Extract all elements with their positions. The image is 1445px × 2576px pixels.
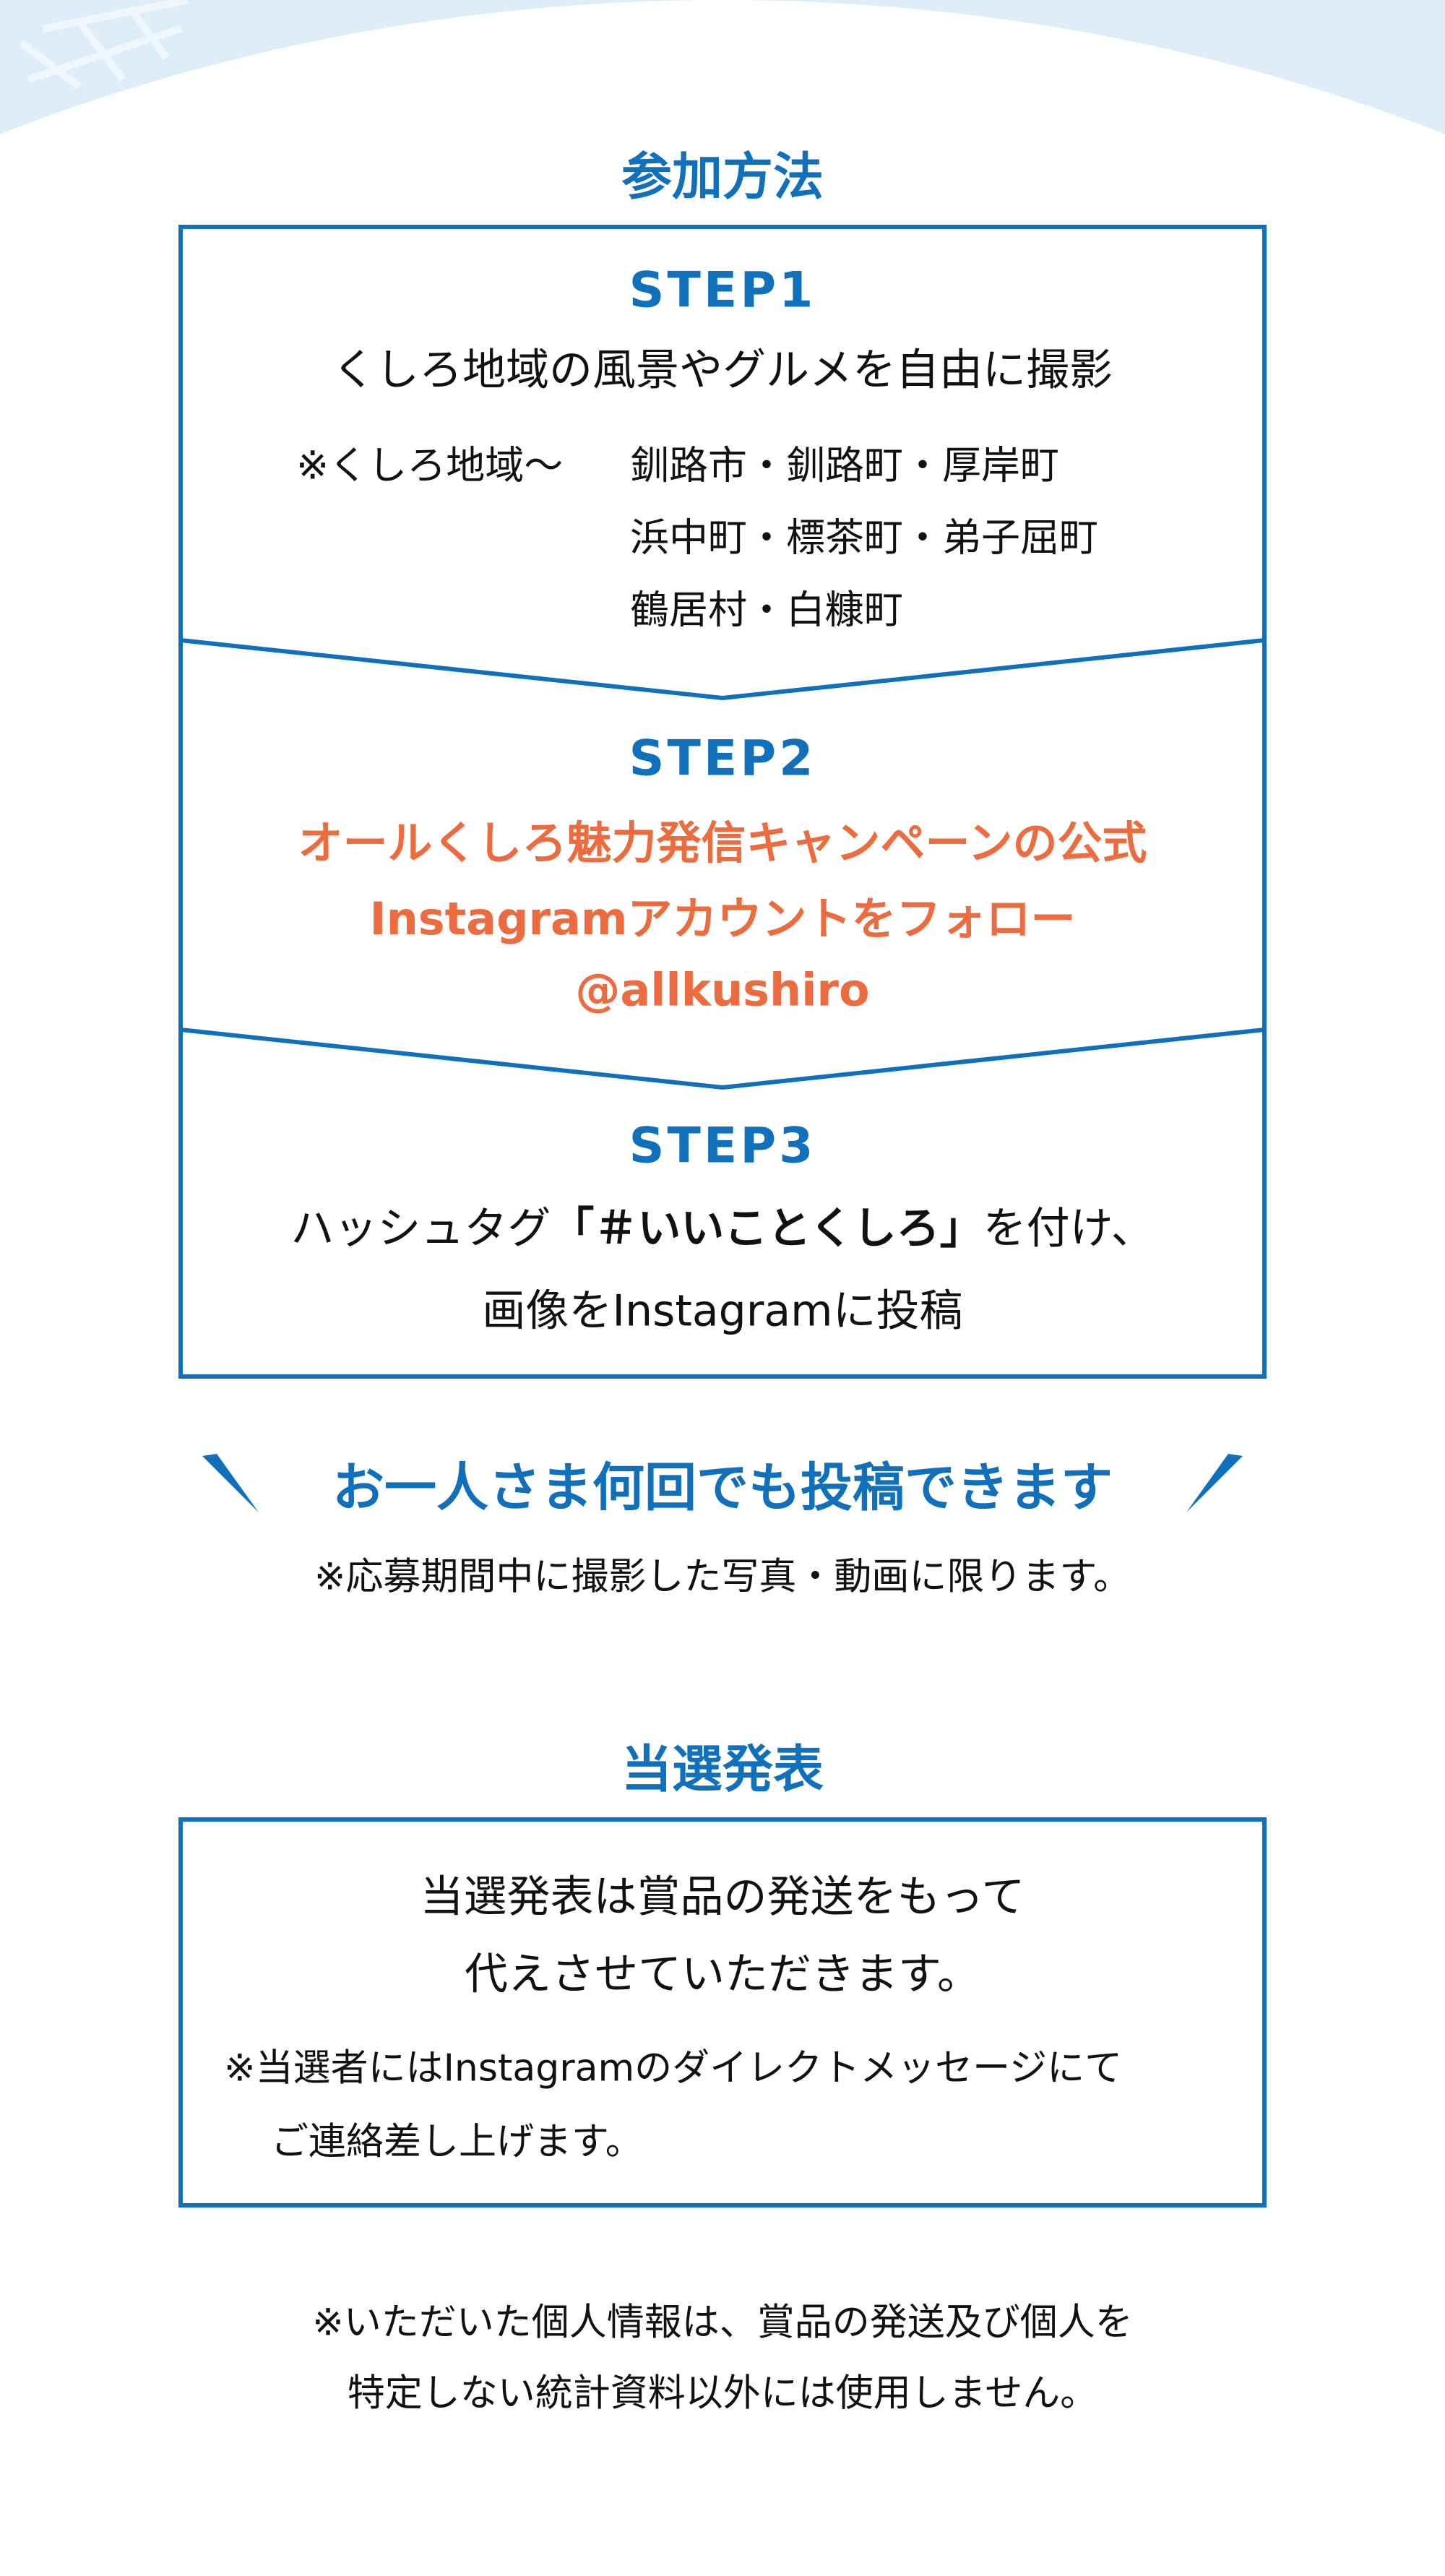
step2-line: オールくしろ魅力発信キャンペーンの公式	[298, 817, 1147, 869]
privacy-note: 特定しない統計資料以外には使用しません。	[347, 2372, 1098, 2416]
step2-label: STEP2	[629, 730, 816, 788]
step1-label: STEP1	[629, 262, 816, 319]
steps-box	[178, 225, 1267, 2207]
area-list-item: 鶴居村・白糠町	[630, 587, 903, 633]
area-label: ※くしろ地域～	[296, 442, 564, 488]
area-list-item: 釧路市・釧路町・厚岸町	[630, 442, 1059, 488]
instagram-account-link[interactable]: @allkushiro	[575, 963, 870, 1017]
left-slash-icon	[202, 1454, 259, 1512]
right-slash-icon	[1186, 1454, 1243, 1512]
step3-label: STEP3	[629, 1117, 816, 1175]
step3-line1: ハッシュタグ「＃いいことくしろ」を付け、	[0, 1194, 1445, 1257]
step1-text: くしろ地域の風景やグルメを自由に撮影	[332, 345, 1113, 396]
step2-line: Instagramアカウントをフォロー	[369, 892, 1076, 945]
announcement-line: 代えさせていただきます。	[465, 1949, 980, 2000]
period-note: ※応募期間中に撮影した写真・動画に限ります。	[314, 1555, 1131, 1599]
step3-line2: 画像をInstagramに投稿	[482, 1285, 963, 1337]
area-list-item: 浜中町・標茶町・弟子屈町	[630, 514, 1098, 561]
step3-post: を付け、	[983, 1203, 1155, 1254]
privacy-note: ※いただいた個人情報は、賞品の発送及び個人を	[312, 2301, 1133, 2345]
announcement-note: ご連絡差し上げます。	[271, 2120, 643, 2164]
multi-post-banner: お一人さま何回でも投稿できます	[332, 1457, 1113, 1518]
section-heading-announcement: 当選発表	[621, 1739, 824, 1799]
step3-pre: ハッシュタグ	[290, 1203, 551, 1254]
section-heading-participation: 参加方法	[621, 147, 824, 207]
hashtag: 「＃いいことくしろ」	[551, 1203, 983, 1254]
announcement-note: ※当選者にはInstagramのダイレクトメッセージにて	[224, 2046, 1123, 2090]
snowflake-icon	[20, 0, 189, 90]
announcement-line: 当選発表は賞品の発送をもって	[420, 1871, 1025, 1923]
